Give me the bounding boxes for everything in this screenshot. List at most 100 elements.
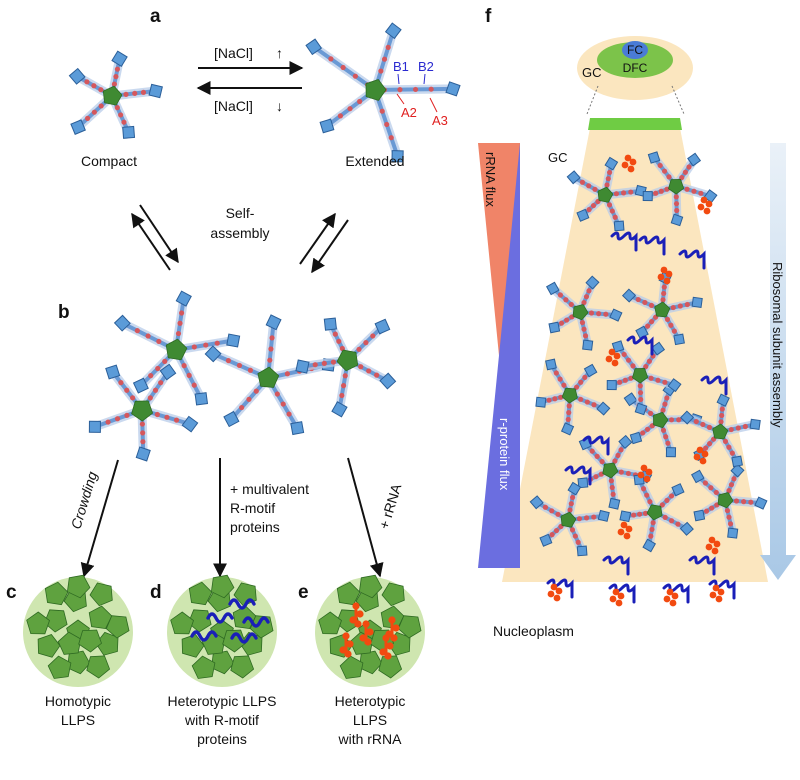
rmotif-protein [206,612,234,624]
rbd-square [582,339,594,351]
acidic-domain [726,514,732,520]
rbd-square [606,380,617,391]
acidic-domain [700,421,706,428]
rbd-square [379,372,397,390]
rbd-square [548,321,561,334]
b1-pointer [397,73,400,85]
rprotein-flux-wedge [478,143,520,568]
rprotein-flux-label: r-protein flux [497,418,512,491]
rrna-bead [354,620,362,628]
pentamer-in-droplet [37,634,61,658]
acidic-domain [604,182,610,188]
rbd-square [730,463,745,478]
acidic-domain [567,507,573,513]
acidic-domain [665,440,671,446]
rprotein-bead [713,540,721,548]
rbd-square [223,410,240,428]
pentamer-in-droplet [89,582,113,607]
acidic-domain [412,86,419,93]
rprotein-bead [623,532,631,540]
rprotein-bead [699,457,707,465]
pentamer-core [257,366,280,388]
acidic-domain [668,493,675,499]
rprotein-bead [666,588,674,596]
rbd-square [596,401,611,416]
acidic-domain [708,485,714,491]
acidic-domain [546,397,552,403]
acidic-domain [645,323,651,329]
acidic-domain [647,410,654,416]
assembly-arrow-left-up [131,212,171,271]
up-arrow-icon: ↑ [276,45,283,61]
pentamer-in-droplet [105,615,130,639]
rprotein-bead [712,584,720,592]
acidic-domain [121,119,127,125]
rrna-strand [582,435,610,456]
acidic-domain [638,396,644,403]
acidic-domain [635,296,641,303]
acidic-domain [339,392,345,399]
rbd-square [583,363,598,378]
acidic-domain [578,396,584,402]
rprotein-bead [547,590,555,598]
rprotein-bead [612,588,620,596]
rbd-square [693,509,706,522]
rrna-label: + rRNA [376,481,405,531]
rmotif-protein [242,616,270,628]
acidic-domain [618,469,624,475]
assembled-network [88,290,397,462]
rprotein-bead [709,591,717,599]
acidic-domain [726,487,732,494]
rprotein-cluster [617,521,633,540]
acidic-domain [558,320,565,326]
rbd-square [70,119,86,135]
acidic-domain [337,113,344,119]
pentamer-core [131,400,154,422]
acidic-domain [84,115,91,121]
rrna-bead [390,634,398,642]
acidic-domain [123,91,129,97]
acidic-domain [707,441,713,447]
pentamer-core [365,79,387,101]
rbd-square [445,81,461,97]
pentamer-in-droplet [210,574,235,599]
pentamer-core [654,301,671,318]
nucleolin-arm [305,38,380,95]
rprotein-bead [697,203,705,211]
acidic-domain [622,377,628,383]
pentamer-core [560,511,577,528]
rbd-square [671,483,685,497]
acidic-domain [727,521,734,527]
acidic-domain [673,201,680,207]
rbd-square [111,50,128,68]
acidic-domain [124,412,130,418]
rbd-square [122,125,136,139]
rprotein-bead [550,583,558,591]
rrna-bead [352,602,360,610]
acidic-domain [663,434,669,440]
acidic-domain [662,514,668,520]
pentamer-in-droplet [211,650,235,675]
acidic-domain [191,344,197,350]
acidic-domain [594,453,600,459]
acidic-domain [664,395,670,401]
acidic-domain [748,499,754,505]
acidic-domain [385,44,391,50]
gc-mid-label: GC [548,150,568,165]
pentamer-in-droplet [230,655,255,679]
pentamer-core [668,178,685,195]
rbd-square [323,317,337,331]
rprotein-bead [629,158,637,166]
rrna-bead [386,642,394,650]
rrna-cluster [359,620,374,646]
rprotein-bead [605,355,613,363]
rprotein-bead [624,154,632,162]
pentamer-in-droplet [47,655,72,679]
acidic-domain [214,340,220,346]
acidic-domain [139,421,145,427]
acidic-domain [173,417,180,423]
rrna-bead [359,634,367,642]
rbd-square [679,521,694,536]
a2-pointer [396,93,405,105]
